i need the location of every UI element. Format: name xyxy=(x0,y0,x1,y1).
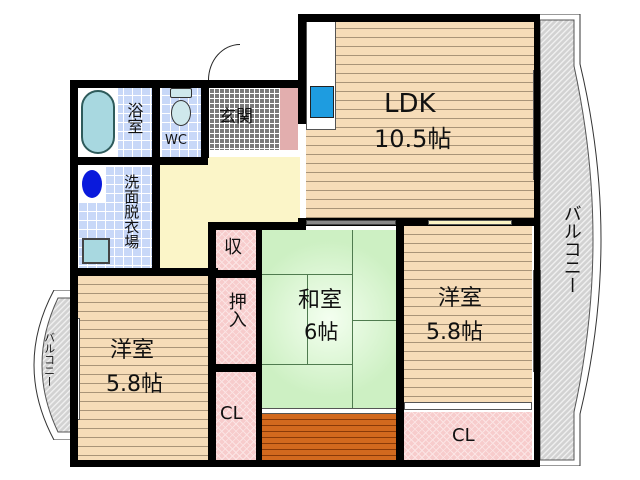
wall xyxy=(208,222,216,466)
wall xyxy=(256,222,262,466)
wc-label: WC xyxy=(165,133,187,148)
entrance-label: 玄関 xyxy=(219,107,253,127)
balcony-left-label: バルコニー xyxy=(42,332,56,387)
yoshitsu-left-label: 洋室 xyxy=(110,338,155,363)
wall xyxy=(396,222,404,466)
wall xyxy=(78,268,218,276)
ldk-sliding-door[interactable] xyxy=(428,220,512,225)
yoshitsu-left-size: 5.8帖 xyxy=(106,372,163,397)
wall xyxy=(216,270,256,278)
yoshitsu-right-size: 5.8帖 xyxy=(426,320,483,345)
wall xyxy=(298,14,306,124)
washing-machine-icon xyxy=(82,238,110,264)
room-storage[interactable]: 収 xyxy=(216,230,256,270)
ldk-size: 10.5帖 xyxy=(374,125,452,153)
room-closet-right[interactable]: CL xyxy=(404,412,532,460)
closet-left-label: CL xyxy=(220,403,243,424)
oshiire-label: 押入 xyxy=(225,292,247,328)
wall xyxy=(534,14,540,466)
closet-right-label: CL xyxy=(452,425,475,446)
front-door[interactable] xyxy=(208,44,240,80)
room-yoshitsu-left[interactable]: 洋室 5.8帖 xyxy=(78,276,208,460)
bath-label: 浴室 xyxy=(124,102,144,134)
wall xyxy=(216,364,256,372)
wall xyxy=(70,80,78,466)
room-oshiire[interactable]: 押入 xyxy=(216,278,256,364)
room-washitsu[interactable]: 和室 6帖 xyxy=(262,230,396,408)
bathtub-icon xyxy=(78,86,118,158)
wall xyxy=(298,218,540,226)
wall xyxy=(70,460,540,467)
balcony-right-shape xyxy=(536,14,602,466)
yoshitsu-right-label: 洋室 xyxy=(438,286,483,311)
wall xyxy=(78,157,208,165)
washbasin-icon xyxy=(78,166,106,202)
wall xyxy=(152,80,160,270)
room-yoshitsu-right[interactable]: 洋室 5.8帖 xyxy=(404,226,532,402)
balcony-right-outline: バルコニー xyxy=(536,14,602,466)
storage-label: 収 xyxy=(224,237,242,258)
room-bath[interactable]: 浴室 xyxy=(78,86,152,158)
entrance-step xyxy=(280,88,298,150)
room-entrance[interactable]: 玄関 xyxy=(209,88,279,150)
kitchen-sink-icon xyxy=(310,86,334,118)
balcony-left-shape xyxy=(33,290,74,440)
room-wc[interactable]: WC xyxy=(161,86,201,158)
toilet-icon xyxy=(170,88,192,98)
balcony-left-outline: バルコニー xyxy=(28,290,74,440)
room-washroom[interactable]: 洗面脱衣場 xyxy=(78,166,152,268)
washitsu-label: 和室 xyxy=(298,288,343,313)
room-closet-left[interactable]: CL xyxy=(216,372,256,460)
washitsu-sliding-door[interactable] xyxy=(306,220,396,225)
wall xyxy=(201,80,209,158)
washroom-label: 洗面脱衣場 xyxy=(122,174,141,249)
tokonoma xyxy=(262,414,396,460)
room-ldk[interactable]: LDK 10.5帖 xyxy=(306,20,534,218)
washitsu-size: 6帖 xyxy=(304,320,339,344)
balcony-right-label: バルコニー xyxy=(560,204,582,294)
wall xyxy=(70,80,306,88)
ldk-label: LDK xyxy=(384,89,436,119)
wall xyxy=(298,14,540,22)
